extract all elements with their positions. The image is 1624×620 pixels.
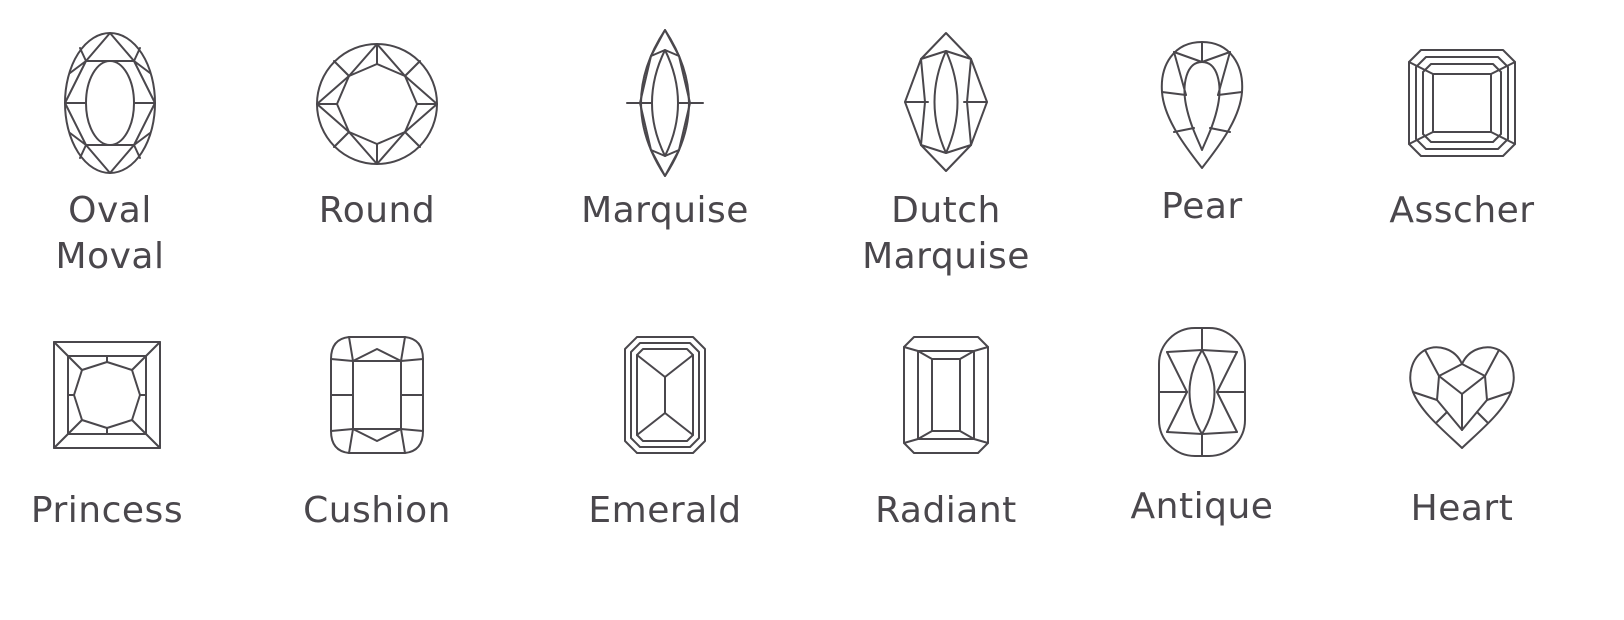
asscher-diamond-icon	[1408, 49, 1516, 157]
diamond-shape-grid: Oval Moval Round	[0, 28, 1597, 531]
shape-label: Cushion	[303, 490, 451, 531]
round-diamond-icon	[316, 43, 438, 165]
heart-diamond-icon	[1409, 346, 1515, 449]
shape-heart[interactable]: Heart	[1327, 330, 1597, 620]
radiant-diamond-icon	[903, 336, 989, 454]
shape-label: Oval Moval	[55, 190, 165, 277]
marquise-diamond-icon	[626, 29, 704, 177]
shape-cushion[interactable]: Cushion	[242, 330, 512, 620]
shape-princess[interactable]: Princess	[0, 330, 242, 620]
shape-antique[interactable]: Antique	[1067, 327, 1337, 620]
shape-oval-moval[interactable]: Oval Moval	[0, 28, 245, 318]
princess-diamond-icon	[53, 341, 161, 449]
oval-diamond-icon	[64, 32, 156, 174]
shape-asscher[interactable]: Asscher	[1327, 28, 1597, 318]
shape-marquise[interactable]: Marquise	[530, 28, 800, 318]
shape-label: Dutch Marquise	[862, 190, 1030, 277]
shape-label: Marquise	[581, 190, 749, 231]
dutch-marquise-diamond-icon	[904, 32, 988, 172]
shape-label: Heart	[1410, 488, 1514, 529]
shape-round[interactable]: Round	[242, 28, 512, 318]
shape-pear[interactable]: Pear	[1067, 28, 1337, 318]
shape-label: Emerald	[588, 490, 742, 531]
shape-label: Radiant	[875, 490, 1017, 531]
antique-diamond-icon	[1158, 327, 1246, 457]
shape-dutch-marquise[interactable]: Dutch Marquise	[811, 28, 1081, 318]
shape-label: Asscher	[1389, 190, 1535, 231]
shape-label: Round	[318, 190, 436, 231]
shape-emerald[interactable]: Emerald	[530, 330, 800, 620]
emerald-diamond-icon	[624, 336, 706, 454]
shape-label: Pear	[1161, 186, 1243, 227]
shape-radiant[interactable]: Radiant	[811, 330, 1081, 620]
shape-label: Antique	[1130, 486, 1274, 527]
shape-label: Princess	[30, 490, 184, 531]
cushion-diamond-icon	[330, 336, 424, 454]
pear-diamond-icon	[1160, 41, 1244, 169]
